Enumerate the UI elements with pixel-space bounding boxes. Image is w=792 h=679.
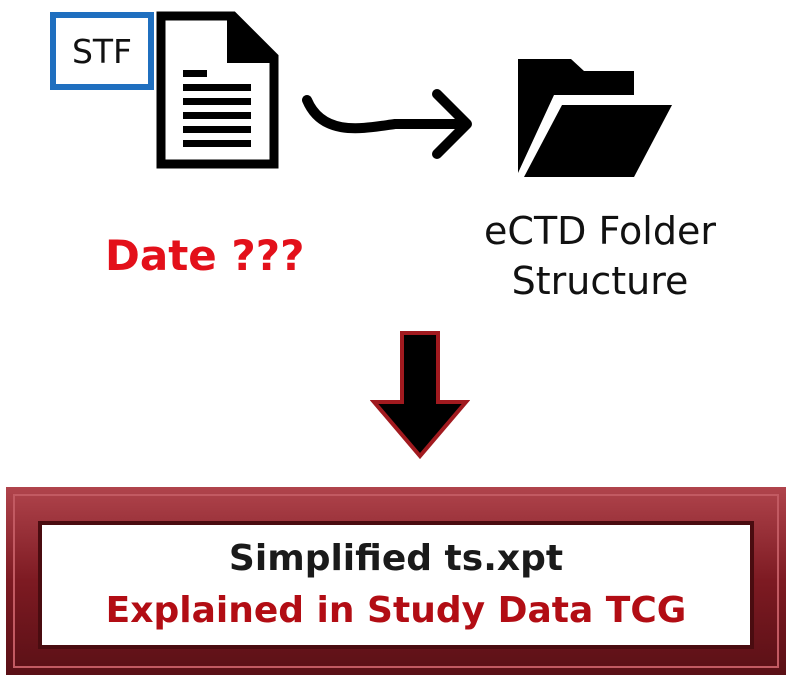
stf-label-box: STF [50,12,154,90]
down-arrow-icon [370,331,470,460]
date-label: Date ??? [105,231,305,280]
result-text: Simplified ts.xpt Explained in Study Dat… [42,525,750,645]
open-folder-icon [518,59,672,177]
document-icon [156,11,279,169]
result-title: Simplified ts.xpt [228,538,564,579]
folder-label: eCTD Folder Structure [460,206,740,306]
result-frame [6,487,786,675]
result-subtitle: Explained in Study Data TCG [105,590,687,631]
stf-label: STF [71,31,133,71]
curved-arrow-icon [302,89,472,159]
folder-label-line2: Structure [511,259,689,303]
folder-label-line1: eCTD Folder [484,209,716,253]
